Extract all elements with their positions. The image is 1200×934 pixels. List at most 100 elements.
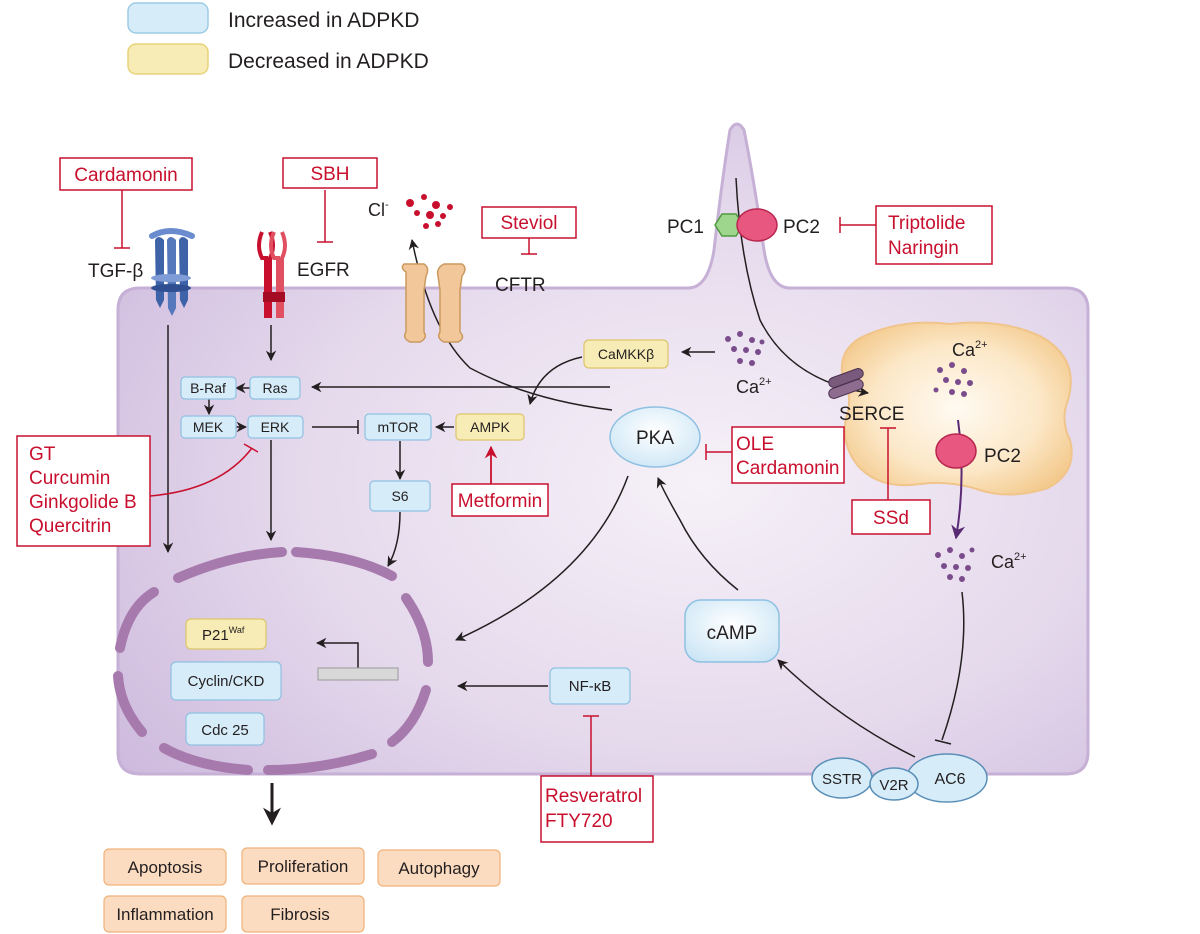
nucleus bbox=[113, 547, 433, 775]
outcome-fibrosis: Fibrosis bbox=[241, 895, 365, 933]
svg-text:CaMKKβ: CaMKKβ bbox=[598, 346, 654, 362]
svg-text:Autophagy: Autophagy bbox=[398, 859, 480, 878]
ca-ions-released bbox=[935, 547, 975, 582]
svg-text:Curcumin: Curcumin bbox=[29, 468, 110, 489]
node-braf: B-Raf bbox=[180, 376, 237, 400]
svg-text:ERK: ERK bbox=[261, 419, 290, 435]
node-pka: PKA bbox=[609, 406, 701, 468]
node-mek: MEK bbox=[180, 415, 237, 439]
drug-inhibitions bbox=[114, 190, 896, 776]
svg-text:FTY720: FTY720 bbox=[545, 811, 613, 832]
svg-text:SSTR: SSTR bbox=[822, 771, 862, 788]
nucleus-gene-bar bbox=[317, 667, 399, 681]
legend-decreased-label: Decreased in ADPKD bbox=[228, 50, 429, 73]
svg-text:Resveratrol: Resveratrol bbox=[545, 786, 642, 807]
drug-ole-cardamonin: OLE Cardamonin bbox=[731, 426, 845, 484]
ca-label-er: Ca2+ bbox=[952, 339, 988, 360]
svg-text:Ras: Ras bbox=[263, 380, 288, 396]
drug-sbh: SBH bbox=[282, 157, 378, 189]
svg-text:NF-κB: NF-κB bbox=[569, 678, 612, 695]
svg-text:MEK: MEK bbox=[193, 419, 224, 435]
arrow-bar-p21 bbox=[315, 637, 359, 668]
svg-text:mTOR: mTOR bbox=[378, 419, 419, 435]
node-mtor: mTOR bbox=[364, 413, 432, 441]
node-camp: cAMP bbox=[684, 599, 780, 663]
legend-increased-label: Increased in ADPKD bbox=[228, 9, 419, 32]
svg-text:Apoptosis: Apoptosis bbox=[128, 858, 203, 877]
ca-label-cytoplasm: Ca2+ bbox=[736, 376, 772, 397]
cl-ions bbox=[406, 194, 453, 229]
tgfb-receptor bbox=[149, 228, 195, 316]
pc2-cilium-label: PC2 bbox=[783, 217, 820, 238]
legend-decreased-swatch bbox=[127, 43, 209, 75]
inhibit-ca-ac6 bbox=[941, 591, 965, 741]
svg-text:Steviol: Steviol bbox=[500, 213, 557, 234]
svg-text:Triptolide: Triptolide bbox=[888, 213, 965, 234]
svg-text:Fibrosis: Fibrosis bbox=[270, 905, 330, 924]
svg-text:OLE: OLE bbox=[736, 434, 774, 455]
svg-text:P21Waf: P21Waf bbox=[202, 625, 245, 644]
egfr-label: EGFR bbox=[297, 260, 350, 281]
svg-text:cAMP: cAMP bbox=[707, 623, 758, 644]
drug-triptolide-naringin: Triptolide Naringin bbox=[875, 205, 993, 265]
legend-increased-swatch bbox=[127, 2, 209, 34]
outcome-inflammation: Inflammation bbox=[103, 895, 227, 933]
arrow-ac6-camp bbox=[777, 659, 916, 758]
endoplasmic-reticulum bbox=[840, 321, 1073, 496]
svg-text:Cardamonin: Cardamonin bbox=[74, 165, 178, 186]
svg-text:GT: GT bbox=[29, 444, 56, 465]
arrow-s6-nucleus bbox=[387, 511, 401, 567]
node-p21: P21Waf bbox=[185, 618, 267, 650]
node-s6: S6 bbox=[369, 480, 431, 512]
drug-resveratrol-fty720: Resveratrol FTY720 bbox=[540, 775, 654, 843]
receptor-complex: SSTR AC6 V2R bbox=[811, 753, 988, 803]
arrow-pka-cl bbox=[408, 238, 613, 411]
svg-text:AMPK: AMPK bbox=[470, 419, 510, 435]
ca-label-released: Ca2+ bbox=[991, 551, 1027, 572]
drug-gt-group: GT Curcumin Ginkgolide B Quercitrin bbox=[16, 435, 151, 547]
node-ampk: AMPK bbox=[455, 413, 525, 441]
egfr-receptor bbox=[257, 231, 287, 318]
pc2-er-channel bbox=[935, 433, 977, 469]
svg-text:Quercitrin: Quercitrin bbox=[29, 516, 111, 537]
serce-pump bbox=[828, 368, 864, 399]
svg-text:AC6: AC6 bbox=[934, 771, 965, 788]
ca-ions-cytoplasm bbox=[725, 331, 765, 366]
drug-steviol: Steviol bbox=[481, 206, 577, 239]
node-camkk: CaMKKβ bbox=[583, 339, 669, 369]
svg-text:SSd: SSd bbox=[873, 508, 909, 529]
cftr-channel bbox=[401, 263, 466, 343]
cftr-label: CFTR bbox=[495, 275, 546, 296]
pc1-label: PC1 bbox=[667, 217, 704, 238]
drug-ssd: SSd bbox=[851, 499, 931, 535]
svg-text:B-Raf: B-Raf bbox=[190, 380, 226, 396]
node-v2r bbox=[869, 767, 919, 801]
svg-text:Cdc 25: Cdc 25 bbox=[201, 722, 249, 739]
node-nfkb: NF-κB bbox=[549, 667, 631, 705]
pathway-lines bbox=[162, 177, 965, 758]
arrow-camkk-ampk bbox=[527, 356, 583, 406]
arrow-er-ca-release bbox=[951, 419, 966, 540]
outcome-autophagy: Autophagy bbox=[377, 849, 501, 887]
arrow-camp-pka bbox=[656, 477, 739, 591]
pc2-cilium-channel bbox=[736, 208, 778, 242]
node-erk: ERK bbox=[247, 415, 304, 439]
tgfb-label: TGF-β bbox=[88, 261, 143, 282]
svg-text:SBH: SBH bbox=[310, 164, 349, 185]
legend: Increased in ADPKD Decreased in ADPKD bbox=[127, 2, 429, 75]
cell-body bbox=[116, 122, 1090, 776]
drug-cardamonin-top: Cardamonin bbox=[59, 157, 193, 191]
node-cyclin: Cyclin/CKD bbox=[170, 661, 282, 701]
svg-text:PKA: PKA bbox=[636, 428, 674, 449]
node-cdc25: Cdc 25 bbox=[185, 712, 265, 746]
svg-text:Proliferation: Proliferation bbox=[258, 857, 349, 876]
cl-label: Cl- bbox=[368, 199, 389, 220]
ca-ions-er bbox=[933, 362, 973, 397]
arrow-pka-nucleus bbox=[455, 475, 629, 641]
serce-label: SERCE bbox=[839, 404, 904, 425]
svg-text:Cardamonin: Cardamonin bbox=[736, 458, 840, 479]
svg-text:Ginkgolide B: Ginkgolide B bbox=[29, 492, 137, 513]
drug-metformin: Metformin bbox=[451, 483, 549, 517]
